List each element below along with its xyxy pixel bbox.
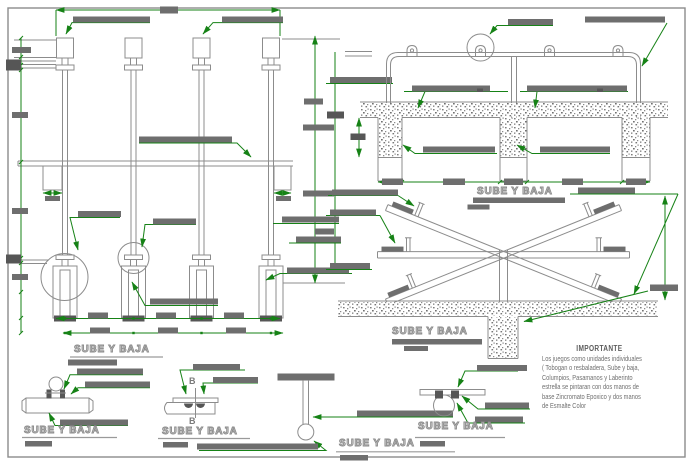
left-elevation-view	[6, 6, 393, 366]
section-marker-b-top: B	[189, 376, 196, 386]
title-detail-section-b: SUBE Y BAJA	[162, 426, 238, 438]
note-line: de Esmalte Color	[542, 403, 587, 411]
front-elevation-view	[350, 16, 668, 210]
note-line: ( Tobogan o resbaladera, Sube y baja,	[542, 365, 640, 373]
note-heading: IMPORTANTE	[576, 344, 623, 353]
dimension-lines-detail-d	[456, 370, 530, 424]
note-line: base Zincromato Epoxico y dos manos	[542, 393, 641, 401]
foundation-pits	[377, 117, 651, 182]
dimension-text-blocks	[197, 410, 453, 450]
title-front-elevation: SUBE Y BAJA	[477, 186, 553, 198]
detail-callout-circle	[117, 242, 150, 274]
dimension-text-blocks	[330, 187, 678, 291]
detail-handle	[197, 373, 455, 461]
note-line: Columpios, Pasamanos y Laberinto	[542, 374, 633, 382]
handle-ball	[48, 376, 64, 392]
dimension-lines-left-elevation	[18, 7, 393, 336]
section-marker-b-bottom: B	[189, 416, 196, 426]
ground-hatch	[360, 103, 668, 117]
star-elevation-view	[326, 187, 679, 359]
foundation-pit	[489, 317, 517, 358]
detail-section-b	[158, 364, 258, 448]
pivot-pipe-section	[433, 394, 455, 417]
note-line: estrella se pintaran con dos manos de	[542, 384, 640, 392]
dimension-text-blocks	[350, 16, 665, 185]
detail-callout-circle	[40, 253, 89, 301]
dimension-text-blocks	[60, 359, 150, 426]
note-line: Los juegos como unidades individuales	[542, 356, 642, 363]
title-detail-handle: SUBE Y BAJA	[339, 438, 415, 450]
handle-ball	[297, 423, 315, 441]
dimension-text-blocks	[193, 364, 258, 383]
detail-callout-circle	[466, 33, 495, 62]
importante-note: IMPORTANTE Los juegos como unidades indi…	[542, 344, 657, 411]
title-star-elevation: SUBE Y BAJA	[392, 326, 468, 338]
title-left-elevation: SUBE Y BAJA	[74, 344, 150, 356]
dimension-text-blocks	[475, 365, 529, 423]
detail-seat-clamp	[21, 359, 150, 447]
detail-pivot	[415, 365, 530, 447]
title-detail-seat-clamp: SUBE Y BAJA	[24, 425, 100, 437]
ground-hatch	[338, 302, 658, 316]
dimension-text-blocks	[6, 6, 392, 334]
title-detail-pivot: SUBE Y BAJA	[418, 421, 494, 433]
